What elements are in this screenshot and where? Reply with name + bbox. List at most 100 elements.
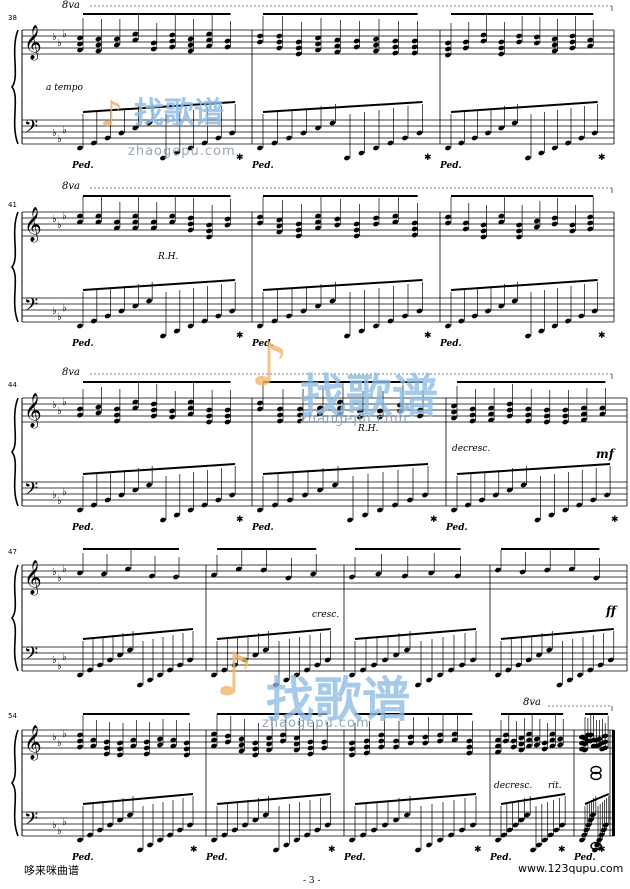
note-beam [262, 279, 423, 291]
bass-note [471, 313, 478, 319]
bass-note [252, 652, 259, 658]
watermark-site: zhaogepu.com [300, 412, 408, 427]
bass-note [377, 507, 383, 513]
treble-note [580, 411, 587, 417]
flat-sign: ♭ [62, 303, 67, 314]
bass-note [177, 827, 183, 833]
treble-note [169, 44, 176, 50]
bass-note [317, 487, 323, 493]
treble-note [411, 226, 418, 232]
bass-note [562, 507, 569, 513]
bass-note [598, 832, 605, 838]
bass-note [349, 837, 355, 843]
final-whole-note [590, 841, 602, 851]
bass-note [551, 145, 558, 151]
bass-note [607, 657, 614, 663]
treble-note [295, 233, 302, 239]
treble-note [510, 744, 517, 750]
treble-note [587, 214, 594, 220]
treble-note [568, 566, 575, 572]
treble-note [480, 222, 487, 228]
treble-note [279, 738, 286, 744]
bass-note [173, 150, 180, 156]
pedal-mark: Ped. [251, 523, 274, 533]
octave-mark: 8va [523, 697, 541, 708]
treble-note [397, 402, 403, 408]
bass-note [534, 517, 541, 523]
bass-note [283, 677, 290, 683]
bass-note [304, 667, 310, 673]
treble-note [295, 39, 302, 45]
treble-note [519, 569, 526, 575]
staff-systems: 𝄞𝄢♭♭♭♭♭♭Ped.✱Ped.✱Ped.✱𝄞𝄢♭♭♭♭♭♭Ped.✱Ped.… [10, 5, 628, 863]
treble-note [132, 399, 139, 405]
bass-note [344, 333, 350, 339]
treble-note [498, 45, 505, 51]
bass-note [315, 303, 321, 309]
flat-sign: ♭ [62, 211, 67, 222]
bass-note [287, 497, 293, 503]
treble-note [526, 731, 533, 737]
note-beam [354, 628, 477, 640]
treble-note [277, 418, 283, 424]
treble-note [377, 414, 383, 420]
flat-sign: ♭ [52, 655, 57, 666]
treble-note [321, 739, 328, 745]
treble-note [357, 408, 363, 414]
treble-clef: 𝄞 [24, 725, 42, 761]
bass-note [458, 318, 465, 324]
flat-sign: ♭ [57, 496, 62, 507]
expression-cresc: cresc. [312, 610, 340, 620]
bass-note [324, 657, 331, 663]
bass-note [286, 135, 292, 141]
treble-note [353, 38, 360, 44]
treble-note [257, 39, 263, 45]
treble-note [549, 737, 556, 743]
treble-note [315, 41, 321, 47]
brace [10, 29, 19, 145]
dynamic-ff: ff [606, 604, 616, 618]
treble-note [411, 232, 418, 238]
bass-note [565, 318, 571, 324]
bass-note [97, 662, 103, 668]
flat-sign: ♭ [52, 32, 57, 43]
treble-note [315, 213, 321, 219]
flat-sign: ♭ [52, 820, 57, 831]
dynamic-mf: mf [596, 447, 614, 461]
bass-note [221, 667, 228, 673]
bass-note [511, 298, 518, 304]
bass-note [387, 318, 394, 324]
treble-note [525, 418, 532, 424]
treble-note [541, 746, 548, 752]
treble-note [206, 419, 213, 425]
treble-note [495, 749, 501, 755]
treble-note [445, 220, 451, 226]
treble-note [77, 35, 83, 41]
flat-sign: ♭ [62, 729, 67, 740]
treble-note [393, 744, 399, 750]
treble-note [224, 407, 231, 413]
note-beam [354, 793, 477, 805]
treble-note [392, 44, 399, 50]
bass-note [535, 842, 542, 848]
treble-note [363, 738, 370, 744]
treble-note [373, 221, 379, 227]
bass-note [160, 333, 166, 339]
treble-note [173, 574, 179, 580]
treble-note [224, 222, 231, 228]
treble-note [224, 413, 231, 419]
treble-note [411, 44, 418, 50]
bass-note [470, 822, 476, 828]
note-beam [216, 793, 331, 805]
bass-note [415, 682, 421, 688]
treble-note [95, 42, 102, 48]
treble-note [516, 33, 523, 39]
treble-note [411, 50, 418, 56]
treble-note [295, 221, 302, 227]
brace [10, 729, 19, 837]
watermark-text: 找歌谱 [134, 96, 224, 131]
treble-note [276, 45, 283, 51]
treble-note [506, 401, 513, 407]
treble-note [297, 412, 303, 418]
